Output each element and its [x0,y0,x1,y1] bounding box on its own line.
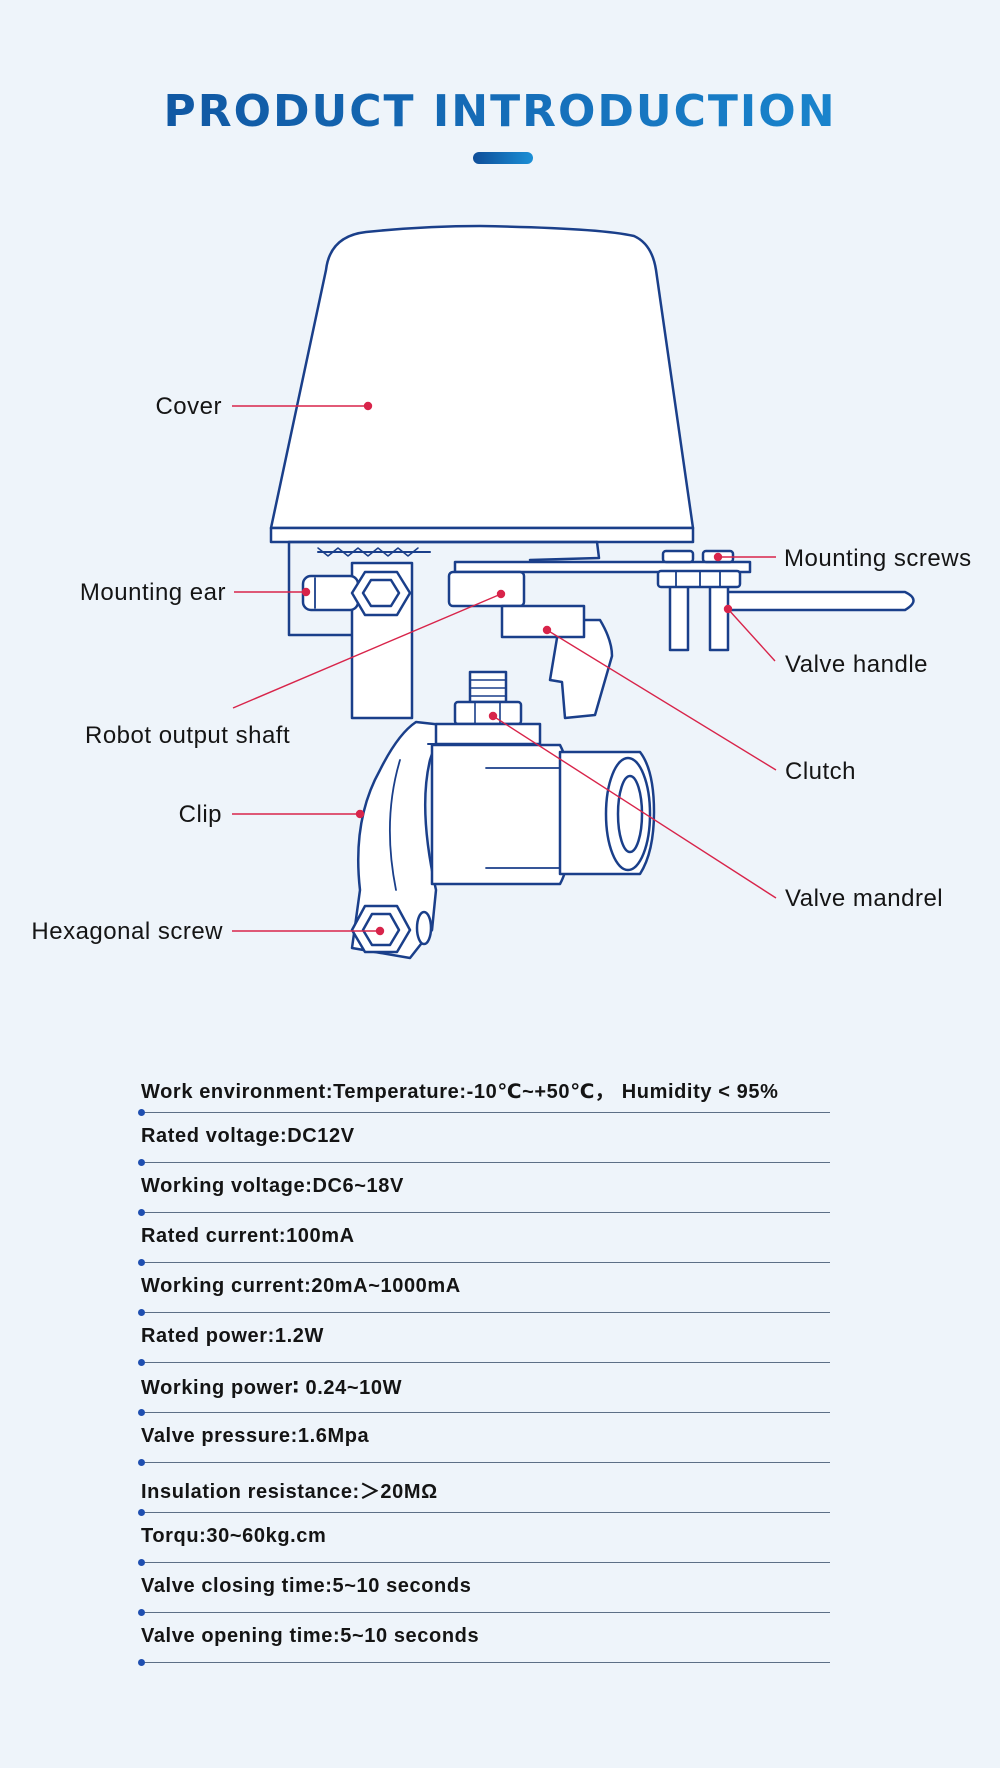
spec-bullet-dot [138,1659,145,1666]
spec-row: Working power∶ 0.24~10W [138,1363,830,1416]
robot-output-shaft-leader [232,593,502,709]
cover-shape [269,224,695,544]
spec-text: Working voltage:DC6~18V [141,1175,404,1197]
spec-divider [140,1162,830,1163]
label-cover: Cover [155,393,222,420]
page-title: PRODUCT INTRODUCTION [0,82,1000,142]
mounting-screws-shape [656,549,742,589]
spec-bullet-dot [138,1609,145,1616]
clutch-leader [546,629,777,771]
spec-text: Valve opening time:5~10 seconds [141,1625,480,1647]
spec-row: Valve opening time:5~10 seconds [138,1613,830,1666]
label-valve-mandrel: Valve mandrel [785,885,943,912]
spec-row: Torqu:30~60kg.cm [138,1513,830,1566]
label-mounting-ear: Mounting ear [80,579,226,606]
valve-body-shape [427,743,656,886]
valve-controller-diagram: Cover Mounting ear Robot output shaft Cl… [31,224,972,960]
valve-handle-shape [668,570,915,652]
spec-text: Torqu:30~60kg.cm [141,1525,327,1547]
spec-divider [140,1662,830,1663]
spec-bullet-dot [138,1559,145,1566]
spec-bullet-dot [138,1409,145,1416]
spec-text: Rated voltage:DC12V [141,1125,355,1147]
spec-bullet-dot [138,1459,145,1466]
label-mounting-screws: Mounting screws [784,545,972,572]
label-clutch: Clutch [785,758,856,785]
spec-bullet-dot [138,1159,145,1166]
spec-row: Rated voltage:DC12V [138,1113,830,1166]
spec-bullet-dot [138,1109,145,1116]
label-robot-output-shaft: Robot output shaft [85,722,290,749]
spec-divider [140,1512,830,1513]
spec-text: Work environment:Temperature:-10℃~+50℃， … [141,1081,779,1103]
spec-bullet-dot [138,1359,145,1366]
spec-text: Rated current:100mA [141,1225,355,1247]
spec-row: Valve pressure:1.6Mpa [138,1413,830,1466]
spec-text: Valve closing time:5~10 seconds [141,1575,472,1597]
spec-divider [140,1212,830,1213]
spec-divider [140,1262,830,1263]
spec-divider [140,1612,830,1613]
bracket-plate [447,560,752,639]
upper-hex-bolt [350,570,412,617]
spec-divider [140,1362,830,1363]
label-valve-handle: Valve handle [785,651,928,678]
spec-bullet-dot [138,1509,145,1516]
spec-divider [140,1562,830,1563]
spec-row: Rated current:100mA [138,1213,830,1266]
valve-handle-leader [727,608,776,662]
spec-bullet-dot [138,1309,145,1316]
label-hexagonal-screw: Hexagonal screw [31,918,223,945]
spec-text: Insulation resistance:＞20MΩ [141,1481,438,1503]
spec-bullet-dot [138,1209,145,1216]
spec-row: Valve closing time:5~10 seconds [138,1563,830,1616]
spec-text: Working current:20mA~1000mA [141,1275,461,1297]
spec-divider [140,1112,830,1113]
valve-mandrel-leader [492,715,777,899]
spec-text: Working power∶ 0.24~10W [141,1377,403,1399]
spec-divider [140,1412,830,1413]
spec-bullet-dot [138,1259,145,1266]
mounting-ear-shape [301,574,360,612]
spec-row: Rated power:1.2W [138,1313,830,1366]
title-underline-bar [473,152,533,164]
spec-row: Working current:20mA~1000mA [138,1263,830,1316]
valve-mandrel-shape [434,670,542,746]
spec-divider [140,1462,830,1463]
spec-text: Valve pressure:1.6Mpa [141,1425,370,1447]
spec-row: Working voltage:DC6~18V [138,1163,830,1216]
label-clip: Clip [179,801,222,828]
spec-text: Rated power:1.2W [141,1325,324,1347]
spec-list: Work environment:Temperature:-10℃~+50℃， … [138,1063,830,1666]
spec-divider [140,1312,830,1313]
spec-row: Work environment:Temperature:-10℃~+50℃， … [138,1063,830,1116]
spec-row: Insulation resistance:＞20MΩ [138,1463,830,1516]
